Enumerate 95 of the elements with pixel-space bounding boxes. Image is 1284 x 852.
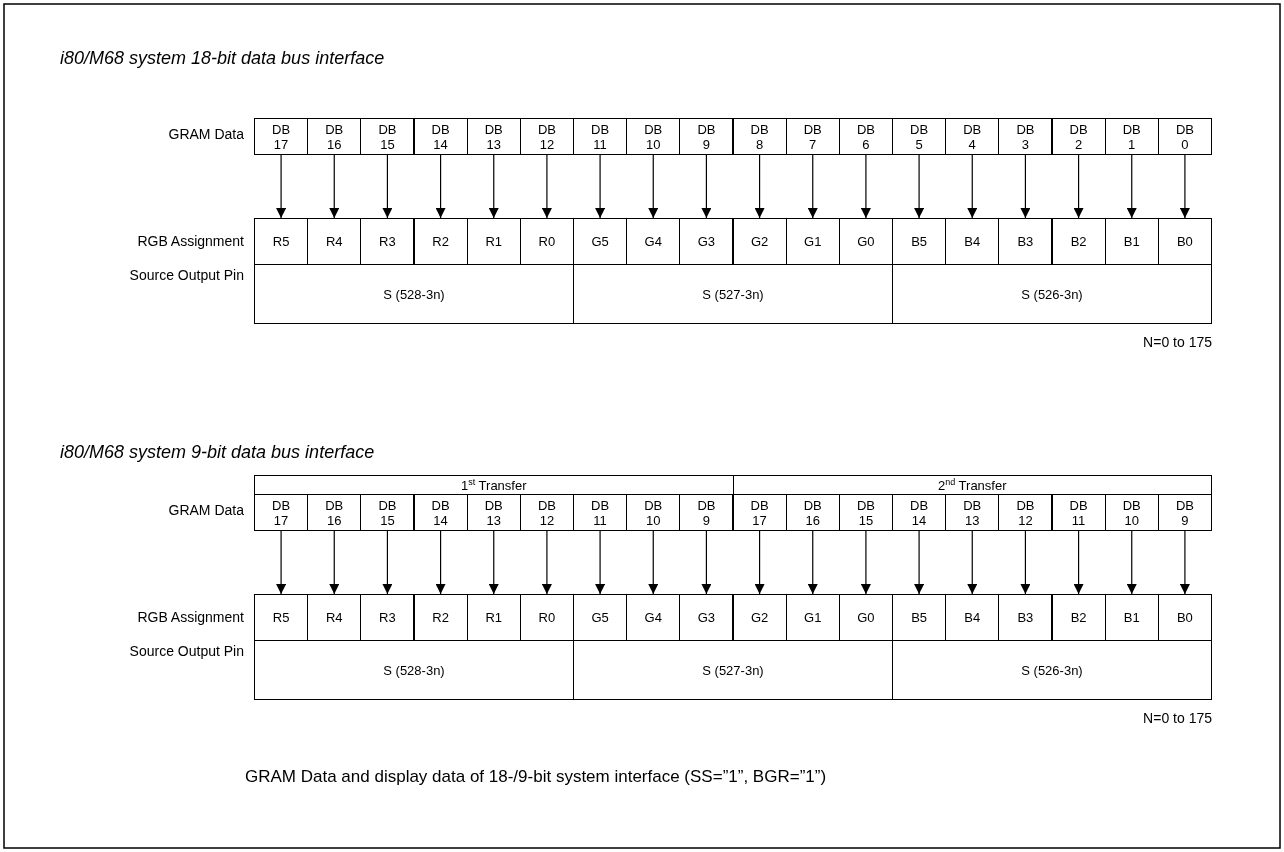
rgb-bit-cell: R3 <box>360 594 415 641</box>
arrow <box>541 154 552 219</box>
data-bit-cell: DB 8 <box>732 118 787 155</box>
rgb-bit-cell: R2 <box>413 594 468 641</box>
arrow <box>807 154 818 219</box>
arrow <box>914 530 925 595</box>
data-bit-cell: DB 17 <box>254 118 309 155</box>
arrow <box>860 530 871 595</box>
rgb-bit-cell: B3 <box>998 594 1053 641</box>
figure-caption: GRAM Data and display data of 18-/9-bit system interface (SS=”1”, BGR=”1”) <box>245 767 827 787</box>
data-bit-cell: DB 12 <box>998 494 1053 531</box>
rgb-bit-cell: R5 <box>254 594 309 641</box>
row-label: GRAM Data <box>168 502 244 518</box>
data-bit-cell: DB 14 <box>413 494 468 531</box>
data-bit-cell: DB 15 <box>360 118 415 155</box>
arrow <box>754 530 765 595</box>
source-pin-cell: S (526-3n) <box>892 264 1212 324</box>
arrow <box>1020 154 1031 219</box>
arrow <box>807 530 818 595</box>
data-bit-cell: DB 3 <box>998 118 1053 155</box>
section-heading: i80/M68 system 9-bit data bus interface <box>60 442 375 463</box>
rgb-bit-cell: R5 <box>254 218 309 265</box>
data-bit-cell: DB 5 <box>892 118 947 155</box>
rgb-bit-cell: B3 <box>998 218 1053 265</box>
arrow <box>860 154 871 219</box>
data-bit-cell: DB 17 <box>254 494 309 531</box>
data-bit-cell: DB 9 <box>679 118 734 155</box>
rgb-bit-cell: B2 <box>1051 594 1106 641</box>
arrow <box>435 154 446 219</box>
arrow <box>595 154 606 219</box>
arrow <box>1073 530 1084 595</box>
data-bit-cell: DB 2 <box>1051 118 1106 155</box>
arrow <box>754 154 765 219</box>
arrow <box>1020 530 1031 595</box>
data-bit-cell: DB 10 <box>626 118 681 155</box>
data-bit-cell: DB 17 <box>732 494 787 531</box>
source-pin-cell: S (528-3n) <box>254 640 574 700</box>
arrow <box>329 530 340 595</box>
data-bit-cell: DB 6 <box>838 118 893 155</box>
arrow <box>1126 530 1137 595</box>
rgb-bit-cell: G3 <box>679 594 734 641</box>
arrow <box>1179 154 1190 219</box>
data-bit-cell: DB 4 <box>945 118 1000 155</box>
data-bit-cell: DB 0 <box>1157 118 1212 155</box>
arrow <box>435 530 446 595</box>
arrow <box>276 154 287 219</box>
rgb-bit-cell: G3 <box>679 218 734 265</box>
data-bit-cell: DB 15 <box>360 494 415 531</box>
data-bit-cell: DB 11 <box>573 118 628 155</box>
rgb-bit-cell: B0 <box>1157 218 1212 265</box>
arrow <box>382 154 393 219</box>
arrow <box>701 530 712 595</box>
note: N=0 to 175 <box>1143 334 1212 350</box>
data-bit-cell: DB 9 <box>1157 494 1212 531</box>
transfer-header-cell: 1$^{st}$ Transfer <box>254 475 734 495</box>
row-label: Source Output Pin <box>129 643 244 659</box>
data-bit-cell: DB 14 <box>413 118 468 155</box>
arrow <box>648 530 659 595</box>
arrow <box>541 530 552 595</box>
row-label: RGB Assignment <box>137 609 244 625</box>
transfer-header-cell: 2$^{nd}$ Transfer <box>732 475 1212 495</box>
note: N=0 to 175 <box>1143 710 1212 726</box>
arrow <box>595 530 606 595</box>
arrow <box>701 154 712 219</box>
data-bit-cell: DB 1 <box>1104 118 1159 155</box>
rgb-bit-cell: R3 <box>360 218 415 265</box>
arrow <box>329 154 340 219</box>
data-bit-cell: DB 11 <box>1051 494 1106 531</box>
row-label: GRAM Data <box>168 126 244 142</box>
data-bit-cell: DB 9 <box>679 494 734 531</box>
arrow <box>382 530 393 595</box>
data-bit-cell: DB 16 <box>307 118 362 155</box>
data-bit-cell: DB 13 <box>466 118 521 155</box>
data-bit-cell: DB 7 <box>785 118 840 155</box>
rgb-bit-cell: B0 <box>1157 594 1212 641</box>
rgb-bit-cell: R2 <box>413 218 468 265</box>
rgb-bit-cell: B2 <box>1051 218 1106 265</box>
rgb-bit-cell: G2 <box>732 218 787 265</box>
source-pin-cell: S (526-3n) <box>892 640 1212 700</box>
arrow <box>1179 530 1190 595</box>
arrow <box>914 154 925 219</box>
arrow <box>488 530 499 595</box>
row-label: Source Output Pin <box>129 267 244 283</box>
arrow <box>1073 154 1084 219</box>
section-heading: i80/M68 system 18-bit data bus interface <box>60 48 385 69</box>
arrow <box>967 154 978 219</box>
source-pin-cell: S (528-3n) <box>254 264 574 324</box>
arrow <box>1126 154 1137 219</box>
arrow <box>967 530 978 595</box>
rgb-bit-cell: G2 <box>732 594 787 641</box>
arrow <box>648 154 659 219</box>
arrow <box>488 154 499 219</box>
row-label: RGB Assignment <box>137 233 244 249</box>
arrow <box>276 530 287 595</box>
data-bit-cell: DB 12 <box>519 118 574 155</box>
